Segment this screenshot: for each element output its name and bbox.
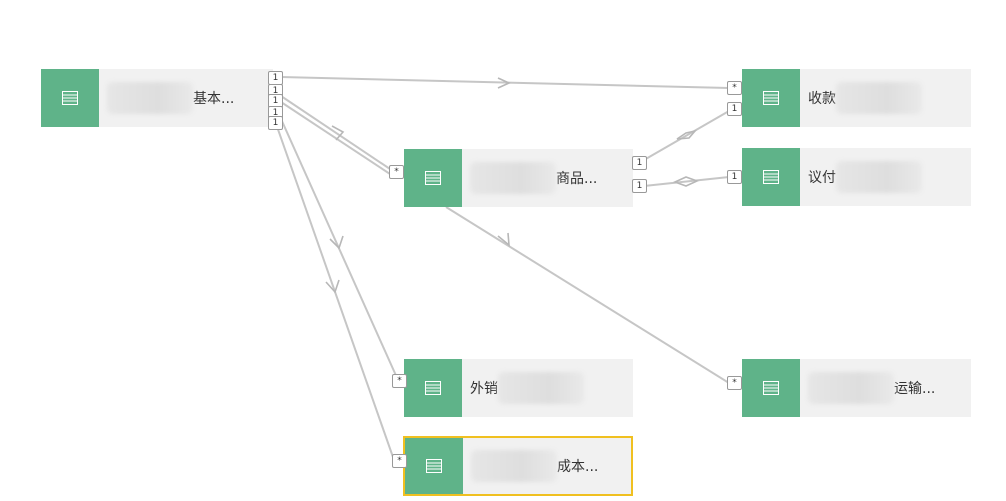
table-label: 成本... <box>557 459 599 475</box>
table-node-shangpin[interactable]: 商品... <box>404 149 633 207</box>
edge-shangpin-shoukuan[interactable] <box>643 110 730 161</box>
cardinality-badge: 1 <box>727 102 742 116</box>
cardinality-badge: * <box>392 374 407 388</box>
table-icon <box>41 69 99 127</box>
table-label: 议付 <box>808 170 836 186</box>
table-icon <box>742 69 800 127</box>
table-icon <box>404 359 462 417</box>
cardinality-badge: 1 <box>268 71 283 85</box>
table-node-yifu[interactable]: 议付 <box>742 148 971 206</box>
arrow-marker <box>329 235 344 250</box>
table-icon <box>742 148 800 206</box>
redacted-name <box>498 372 584 404</box>
redacted-name <box>836 82 922 114</box>
table-node-yunshu[interactable]: 运输... <box>742 359 971 417</box>
edge-jiben-shangpin-2[interactable] <box>280 101 391 175</box>
edge-jiben-shangpin[interactable] <box>280 95 391 170</box>
diamond-marker <box>672 176 700 187</box>
edge-jiben-waixiao[interactable] <box>276 109 399 381</box>
table-icon <box>404 149 462 207</box>
redacted-name <box>808 372 894 404</box>
table-label: 商品... <box>556 171 598 187</box>
diamond-marker <box>676 129 698 140</box>
cardinality-badge: * <box>727 376 742 390</box>
table-node-shoukuan[interactable]: 收款 <box>742 69 971 127</box>
arrow-marker <box>497 232 510 247</box>
arrow-marker <box>325 279 340 294</box>
edge-shangpin-yunshu[interactable] <box>445 206 730 384</box>
table-label: 外销 <box>470 381 498 397</box>
arrow-marker <box>331 125 345 141</box>
arrow-marker <box>497 77 511 89</box>
table-label: 收款 <box>808 91 836 107</box>
table-node-waixiao[interactable]: 外销 <box>404 359 633 417</box>
redacted-name <box>471 450 557 482</box>
table-icon <box>742 359 800 417</box>
edge-shangpin-yifu[interactable] <box>643 176 730 187</box>
cardinality-badge: * <box>392 454 407 468</box>
cardinality-badge: 1 <box>727 170 742 184</box>
cardinality-badge: * <box>727 81 742 95</box>
table-label: 基本... <box>193 91 235 107</box>
cardinality-badge: 1 <box>632 156 647 170</box>
cardinality-badge: * <box>389 165 404 179</box>
table-node-jiben[interactable]: 基本... <box>41 69 273 127</box>
table-label: 运输... <box>894 381 936 397</box>
redacted-name <box>836 161 922 193</box>
edge-jiben-shoukuan[interactable] <box>280 76 730 89</box>
table-icon <box>405 438 463 494</box>
redacted-name <box>107 82 193 114</box>
cardinality-badge: 1 <box>632 179 647 193</box>
redacted-name <box>470 162 556 194</box>
cardinality-badge: 1 <box>268 116 283 130</box>
table-node-chengben[interactable]: 成本... <box>403 436 633 496</box>
edge-jiben-chengben[interactable] <box>273 117 395 461</box>
